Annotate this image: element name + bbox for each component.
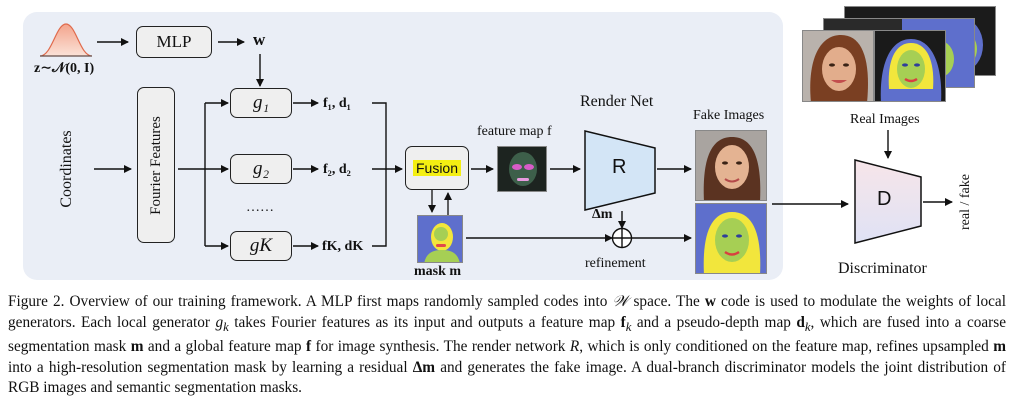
real-images-label: Real Images <box>850 112 920 127</box>
real-face-icon <box>810 35 868 101</box>
mlp-label: MLP <box>156 32 192 51</box>
output2-label: f₂, d₂ <box>323 162 351 177</box>
caption-fk: f <box>620 313 626 331</box>
feature-map-thumbnail <box>497 146 547 192</box>
g1-label: g₁ <box>252 92 270 113</box>
caption-W: 𝒲 <box>612 293 629 310</box>
refinement-label: refinement <box>585 256 646 271</box>
caption-gk-sub: k <box>223 319 229 334</box>
fake-mask-thumbnail <box>695 203 767 274</box>
mask-thumbnail <box>417 215 463 263</box>
connector-layer <box>39 23 953 250</box>
caption-seg8: for image synthesis. The render network <box>311 338 570 356</box>
caption-w: w <box>704 293 716 310</box>
caption-fk-sub: k <box>625 319 632 334</box>
w-label: w <box>253 30 266 49</box>
caption-dk: d <box>796 313 805 331</box>
g2-label: g₂ <box>252 158 270 179</box>
caption-seg10: into a high-resolution segmentation mask… <box>8 358 413 376</box>
caption-dm: Δm <box>412 358 436 376</box>
noise-label: z∼𝒩(0, I) <box>34 61 95 76</box>
render-net-shape <box>584 130 656 211</box>
r-label: R <box>612 156 627 178</box>
gaussian-curve-icon <box>39 23 93 57</box>
fourier-features-label: Fourier Features <box>147 115 164 215</box>
g1-box: g₁ <box>230 88 292 118</box>
caption-seg2: space. The <box>628 293 705 310</box>
fake-face-icon <box>703 137 761 200</box>
d-label: D <box>877 188 892 210</box>
real-rgb-thumbnail <box>802 30 874 102</box>
caption-seg5: and a pseudo-depth map <box>631 313 797 331</box>
gk-box: gK <box>230 231 292 261</box>
coordinates-label: Coordinates <box>58 130 75 208</box>
ellipsis-label: …… <box>246 200 274 215</box>
caption-m1: m <box>130 338 144 356</box>
mask-label: mask m <box>414 264 462 279</box>
feature-map-label: feature map f <box>477 124 552 139</box>
fake-rgb-thumbnail <box>695 130 767 201</box>
fusion-box: Fusion <box>405 146 469 190</box>
caption-seg6: , which are fused into a coarse segmenta… <box>8 313 1007 356</box>
mask-face-icon <box>424 223 460 262</box>
discriminator-shape <box>854 159 922 244</box>
caption-seg7: and a global feature map <box>143 338 306 356</box>
caption-dk-sub: k <box>804 319 811 334</box>
framework-diagram: z∼𝒩(0, I) MLP w Coordinates Fourier Feat… <box>23 6 996 280</box>
g2-box: g₂ <box>230 154 292 184</box>
fake-images-label: Fake Images <box>693 108 765 123</box>
caption-f: f <box>305 338 312 356</box>
figure-caption: Figure 2. Overview of our training frame… <box>8 292 1006 399</box>
outputk-label: fK, dK <box>322 239 364 254</box>
gk-label: gK <box>249 235 273 256</box>
caption-seg9: , which is only conditioned on the featu… <box>579 338 994 356</box>
real-fake-label: real / fake <box>958 174 973 230</box>
caption-seg11: and generates the fake image. A dual-bra… <box>8 358 1006 397</box>
mlp-box: MLP <box>136 26 212 58</box>
fake-mask-face-icon <box>703 212 761 273</box>
output1-label: f₁, d₁ <box>323 96 351 111</box>
feature-map-icon <box>509 152 537 186</box>
caption-seg1: Overview of our training framework. A ML… <box>64 293 613 310</box>
fusion-label: Fusion <box>412 160 462 176</box>
caption-fig-num: Figure 2. <box>8 293 65 310</box>
discriminator-label: Discriminator <box>838 260 927 277</box>
caption-m2: m <box>993 338 1006 356</box>
caption-gk: g <box>215 313 224 331</box>
render-net-label: Render Net <box>580 93 654 110</box>
delta-m-label: Δm <box>592 207 613 222</box>
real-mask-face-icon <box>880 39 942 101</box>
caption-seg4: takes Fourier features as its input and … <box>228 313 621 331</box>
caption-R: R <box>569 338 580 356</box>
caption-seg3: code is used to modulate the weights of … <box>8 293 1006 331</box>
caption-text: Figure 2. Overview of our training frame… <box>8 292 1006 399</box>
fourier-features-box: Fourier Features <box>137 87 175 243</box>
real-mask-thumbnail <box>874 30 946 102</box>
